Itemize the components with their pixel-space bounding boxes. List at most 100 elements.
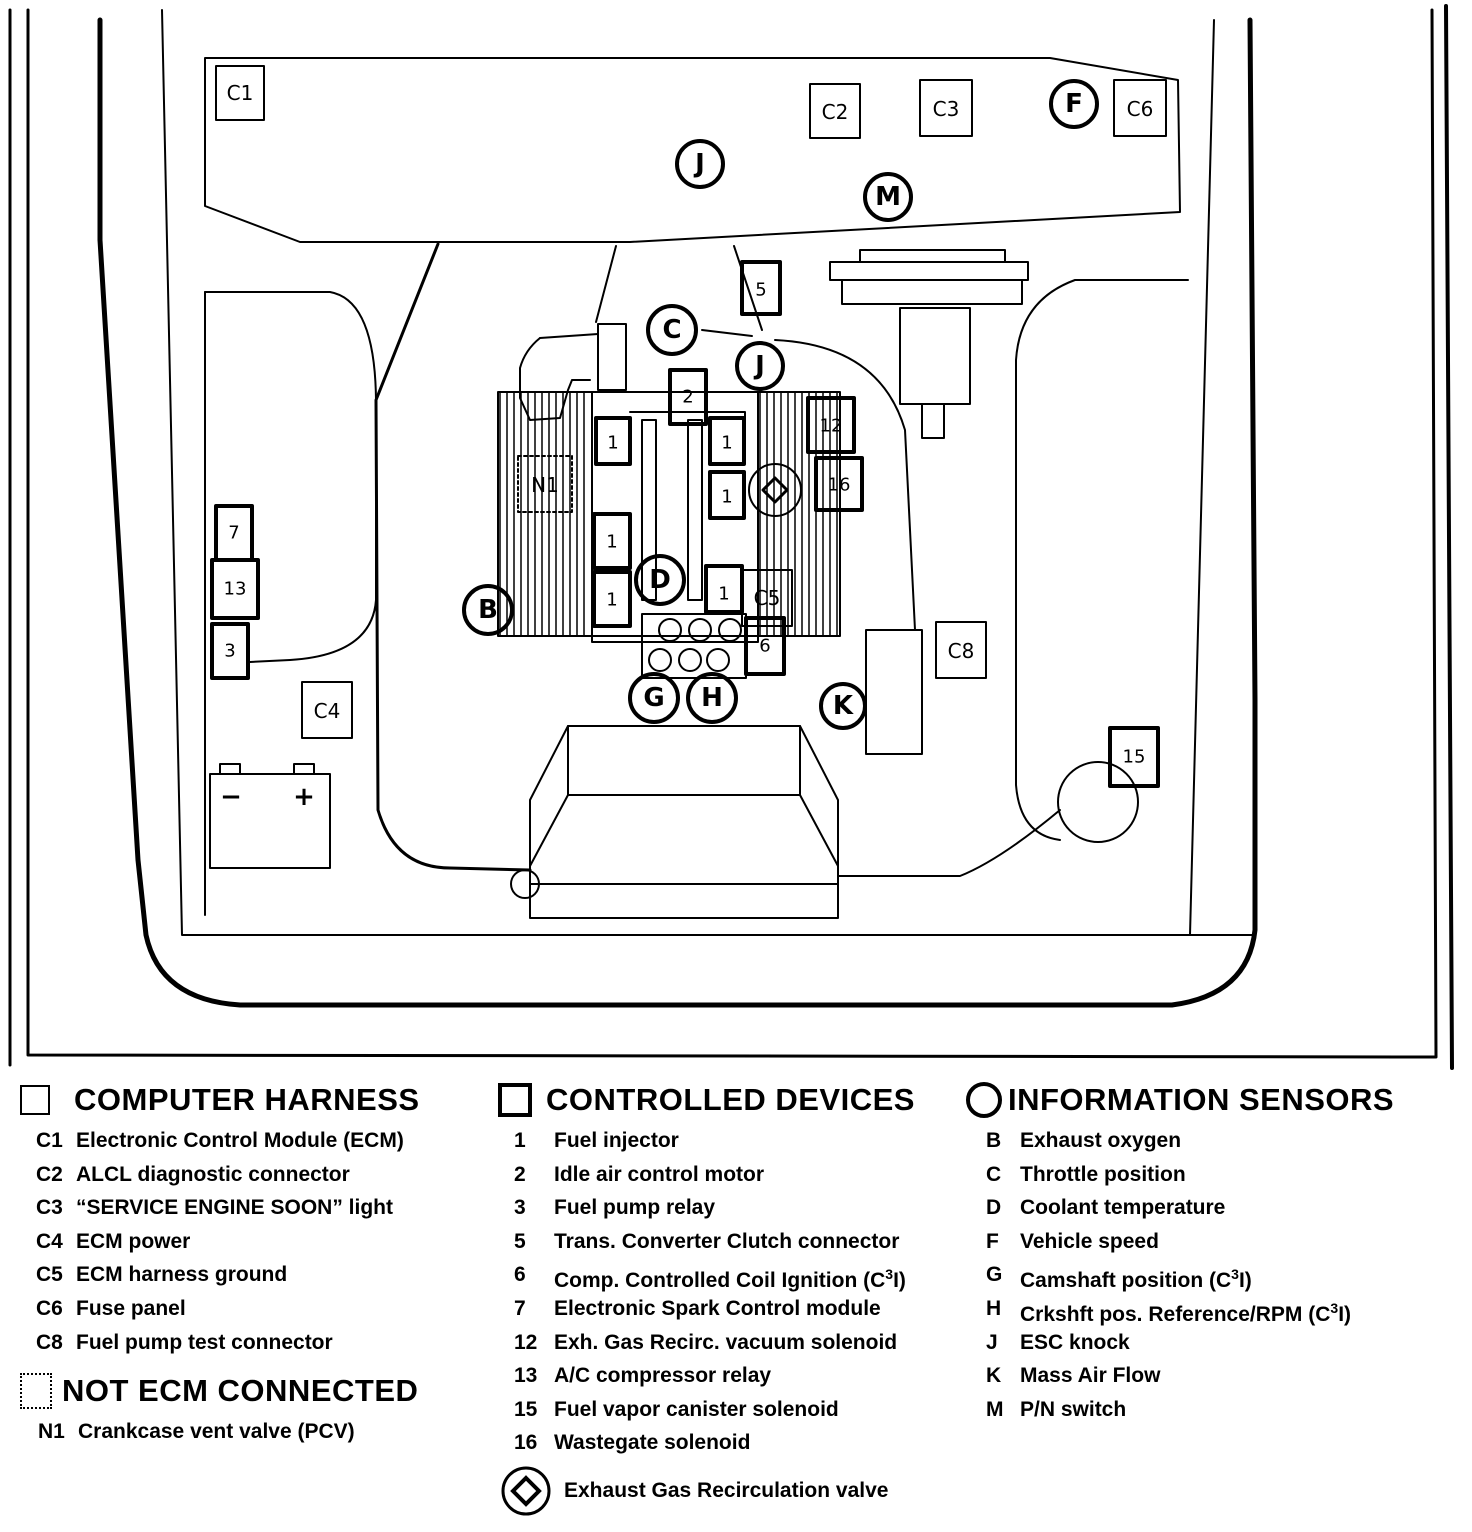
legend-item-code: 5 xyxy=(514,1229,526,1253)
legend-item-text: Fuse panel xyxy=(76,1296,186,1320)
device-2-box xyxy=(668,368,708,426)
hose xyxy=(595,245,617,323)
c4-box xyxy=(301,681,353,739)
air-intake xyxy=(899,307,971,405)
n1-box xyxy=(517,455,573,513)
transaxle xyxy=(529,794,839,885)
device-12-box xyxy=(806,396,856,454)
legend-item-code: H xyxy=(986,1296,1002,1320)
egr-valve xyxy=(748,463,802,517)
legend-item-text: A/C compressor relay xyxy=(554,1364,772,1388)
legend-item-code: C4 xyxy=(36,1229,63,1253)
c2-box xyxy=(809,83,861,139)
legend-item-code: C2 xyxy=(36,1162,63,1186)
sensor-j-circle xyxy=(735,341,785,391)
label-sensor-f: F xyxy=(1065,89,1083,119)
coil-terminal xyxy=(688,618,712,642)
c8-box xyxy=(935,621,987,679)
cowl xyxy=(204,57,1181,243)
legend-item-code: C5 xyxy=(36,1263,63,1287)
injector-box xyxy=(704,564,744,614)
legend-item-text: Fuel vapor canister solenoid xyxy=(554,1397,839,1421)
legend-devices-title: CONTROLLED DEVICES xyxy=(546,1082,915,1117)
engine-compartment-diagram: C1 C2 C3 C6 C4 C5 C8 N1 5 2 12 16 7 13 3… xyxy=(8,4,1454,1070)
legend-sensors-heading: INFORMATION SENSORS xyxy=(966,1082,1446,1118)
legend-item-code: C3 xyxy=(36,1196,63,1220)
label-sensor-k: K xyxy=(833,691,854,721)
legend-item-label: Exhaust oxygen xyxy=(1020,1124,1181,1158)
legend-item-label: Fuel pump test connector xyxy=(76,1326,333,1360)
legend-item-code: 6 xyxy=(514,1263,526,1287)
legend-item: 13 A/C compressor relay xyxy=(514,1359,958,1393)
legend-item-code: D xyxy=(986,1196,1002,1220)
air-cleaner-lid xyxy=(829,261,1029,281)
legend-item-text: “SERVICE ENGINE SOON” light xyxy=(76,1196,393,1220)
legend-item-label: Fuel injector xyxy=(554,1124,679,1158)
air-intake-stub xyxy=(921,403,945,439)
legend-item-text: Wastegate solenoid xyxy=(554,1431,751,1455)
label-sensor-h: H xyxy=(701,683,723,713)
label-device-5: 5 xyxy=(755,280,766,301)
label-c4: C4 xyxy=(314,699,341,723)
egr-valve-icon xyxy=(501,1466,551,1516)
coil-terminal xyxy=(718,618,742,642)
legend-devices-heading: CONTROLLED DEVICES xyxy=(498,1082,958,1118)
legend-item-label: Throttle position xyxy=(1020,1158,1186,1192)
legend-item-label: Fuel vapor canister solenoid xyxy=(554,1393,839,1427)
injector-box xyxy=(592,512,632,570)
label-n1: N1 xyxy=(531,473,559,497)
sensor-j-top-circle xyxy=(675,139,725,189)
legend-item-code: 15 xyxy=(514,1397,538,1421)
label-device-6: 6 xyxy=(759,636,770,657)
transaxle xyxy=(567,725,801,796)
c3-box xyxy=(919,79,973,137)
label-injector: 1 xyxy=(607,433,618,454)
legend-item-code: C1 xyxy=(36,1129,63,1152)
legend-item-text: Coolant temperature xyxy=(1020,1196,1226,1220)
device-6-box xyxy=(744,616,786,676)
legend-item-code: 13 xyxy=(514,1364,538,1388)
sensor-c-circle xyxy=(646,304,698,356)
fuel-rail xyxy=(687,419,703,601)
label-sensor-j: J xyxy=(753,351,765,381)
label-c6: C6 xyxy=(1127,97,1154,121)
intake-duct xyxy=(539,333,599,339)
device-3-box xyxy=(210,622,250,680)
injector-box xyxy=(594,416,632,466)
sensors-circle-symbol-icon xyxy=(966,1082,1002,1118)
battery-plus: + xyxy=(293,782,315,812)
legend-item-text: Comp. Controlled Coil Ignition (C xyxy=(554,1269,886,1293)
legend-item-label: Crankcase vent valve (PCV) xyxy=(78,1415,355,1449)
legend-item-code: K xyxy=(986,1364,1002,1388)
air-cleaner-top xyxy=(859,249,1006,263)
legend-item-code: C6 xyxy=(36,1296,63,1320)
legend-item-label: Fuel pump relay xyxy=(554,1191,715,1225)
legend-item-code: 3 xyxy=(514,1196,526,1220)
legend-item-label: Mass Air Flow xyxy=(1020,1359,1160,1393)
legend-item-text: ALCL diagnostic connector xyxy=(76,1162,350,1186)
device-16-box xyxy=(814,456,864,512)
sensor-g-circle xyxy=(628,672,680,724)
legend-item-label: A/C compressor relay xyxy=(554,1359,771,1393)
legend-item-text: Fuel injector xyxy=(554,1129,679,1152)
legend-item-tail: I) xyxy=(1338,1302,1352,1326)
bay-line xyxy=(374,242,532,872)
intake-duct xyxy=(774,339,916,631)
label-sensor-m: M xyxy=(875,182,901,212)
legend-item-label: ALCL diagnostic connector xyxy=(76,1158,350,1192)
legend-item-label: “SERVICE ENGINE SOON” light xyxy=(76,1191,393,1225)
legend-item: K Mass Air Flow xyxy=(986,1359,1446,1393)
legend-item-text: Exhaust oxygen xyxy=(1020,1129,1182,1152)
intake-duct xyxy=(519,337,591,421)
